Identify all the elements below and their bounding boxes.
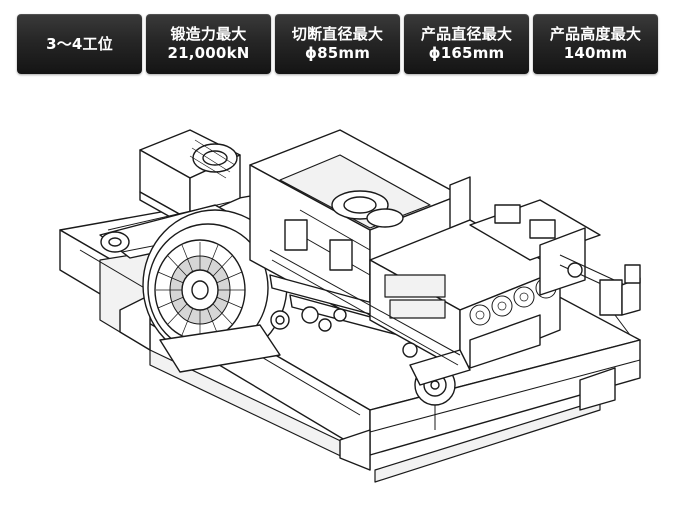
spec-product-diameter-value: ϕ165mm	[428, 44, 505, 62]
spec-product-height-label: 产品高度最大	[549, 25, 642, 43]
feed-roller	[599, 264, 641, 336]
lower-cam	[409, 349, 471, 430]
spec-tile-product-diameter: 产品直径最大 ϕ165mm	[404, 14, 529, 74]
spec-tile-cutoff-diameter: 切断直径最大 ϕ85mm	[275, 14, 400, 74]
spec-stations-value: 3～4工位	[46, 34, 113, 53]
spec-cutoff-diameter-value: ϕ85mm	[304, 44, 371, 62]
spec-cutoff-diameter-label: 切断直径最大	[291, 25, 384, 43]
die-block	[369, 219, 561, 371]
motor	[139, 129, 241, 229]
spec-product-diameter-label: 产品直径最大	[420, 25, 513, 43]
spec-tile-product-height: 产品高度最大 140mm	[533, 14, 658, 74]
side-shaft	[269, 249, 461, 366]
forging-press-line-drawing-icon	[40, 110, 660, 495]
transfer-unit	[469, 199, 626, 296]
spec-tile-forging-force: 锻造力最大 21,000kN	[146, 14, 271, 74]
spec-bar: 3～4工位 锻造力最大 21,000kN 切断直径最大 ϕ85mm 产品直径最大…	[17, 14, 658, 74]
spec-forging-force-label: 锻造力最大	[170, 25, 247, 43]
spec-tile-stations: 3～4工位	[17, 14, 142, 74]
spec-forging-force-value: 21,000kN	[167, 44, 250, 62]
spec-product-height-value: 140mm	[563, 44, 628, 62]
